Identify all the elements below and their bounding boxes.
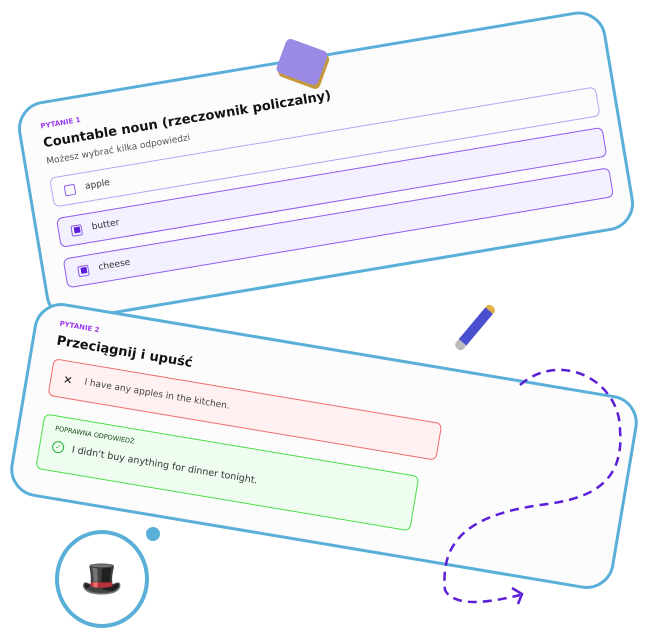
close-icon: ✕ bbox=[62, 372, 74, 388]
magic-hat-icon: 🎩 bbox=[80, 559, 124, 599]
dashed-arrow-path bbox=[443, 368, 622, 605]
option-label: cheese bbox=[97, 257, 132, 273]
bubble-dot bbox=[146, 527, 160, 541]
checkbox[interactable] bbox=[63, 183, 77, 196]
checkbox-checked[interactable] bbox=[70, 223, 83, 237]
magic-hat-badge: 🎩 bbox=[55, 530, 149, 628]
option-label: butter bbox=[91, 217, 121, 233]
wrong-answer-text: I have any apples in the kitchen. bbox=[83, 377, 231, 412]
option-label: apple bbox=[84, 177, 111, 192]
pen-icon bbox=[453, 303, 497, 352]
checkbox-checked[interactable] bbox=[77, 264, 90, 277]
check-circle-icon: ✓ bbox=[51, 440, 66, 455]
